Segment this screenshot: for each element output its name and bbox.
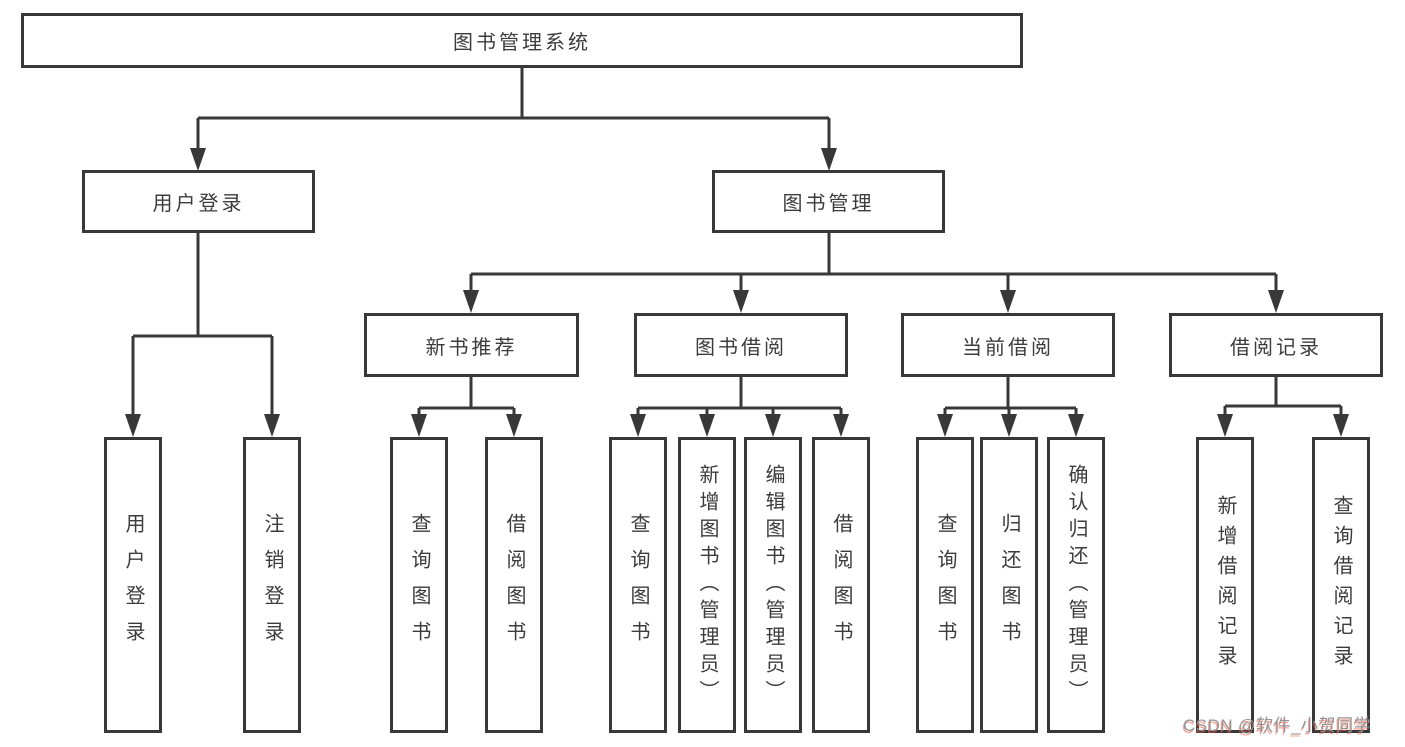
leaf-add-borrowing-record: 新增借阅记录 xyxy=(1196,437,1254,733)
leaf-confirm-return-admin: 确认归还（管理员） xyxy=(1047,437,1105,733)
csdn-watermark: CSDN @软件_小贺同学 xyxy=(1183,716,1372,735)
node-book-borrowing: 图书借阅 xyxy=(634,313,848,377)
leaf-edit-books-admin: 编辑图书（管理员） xyxy=(744,437,802,733)
node-label: 借阅记录 xyxy=(1230,336,1322,359)
node-library-management-system: 图书管理系统 xyxy=(21,13,1023,68)
node-book-management: 图书管理 xyxy=(712,170,945,233)
leaf-query-borrowing-record: 查询借阅记录 xyxy=(1312,437,1370,733)
leaf-query-books: 查询图书 xyxy=(609,437,667,733)
node-new-book-recommendation: 新书推荐 xyxy=(364,313,579,377)
leaf-query-books: 查询图书 xyxy=(916,437,974,733)
leaf-user-login: 用户登录 xyxy=(104,437,162,733)
arrowhead-icons xyxy=(125,148,1349,437)
node-current-borrowing: 当前借阅 xyxy=(901,313,1115,377)
node-label: 图书管理系统 xyxy=(453,32,591,54)
leaf-query-books: 查询图书 xyxy=(390,437,448,733)
node-label: 图书借阅 xyxy=(695,336,787,359)
node-borrowing-records: 借阅记录 xyxy=(1169,313,1383,377)
leaf-logout-login: 注销登录 xyxy=(243,437,301,733)
node-label: 新书推荐 xyxy=(425,336,518,359)
node-label: 用户登录 xyxy=(152,193,245,215)
leaf-borrow-books: 借阅图书 xyxy=(812,437,870,733)
leaf-borrow-books: 借阅图书 xyxy=(485,437,543,733)
leaf-add-books-admin: 新增图书（管理员） xyxy=(678,437,736,733)
node-label: 图书管理 xyxy=(782,193,875,215)
node-user-login: 用户登录 xyxy=(82,170,315,233)
node-label: 当前借阅 xyxy=(962,336,1054,359)
leaf-return-books: 归还图书 xyxy=(980,437,1038,733)
